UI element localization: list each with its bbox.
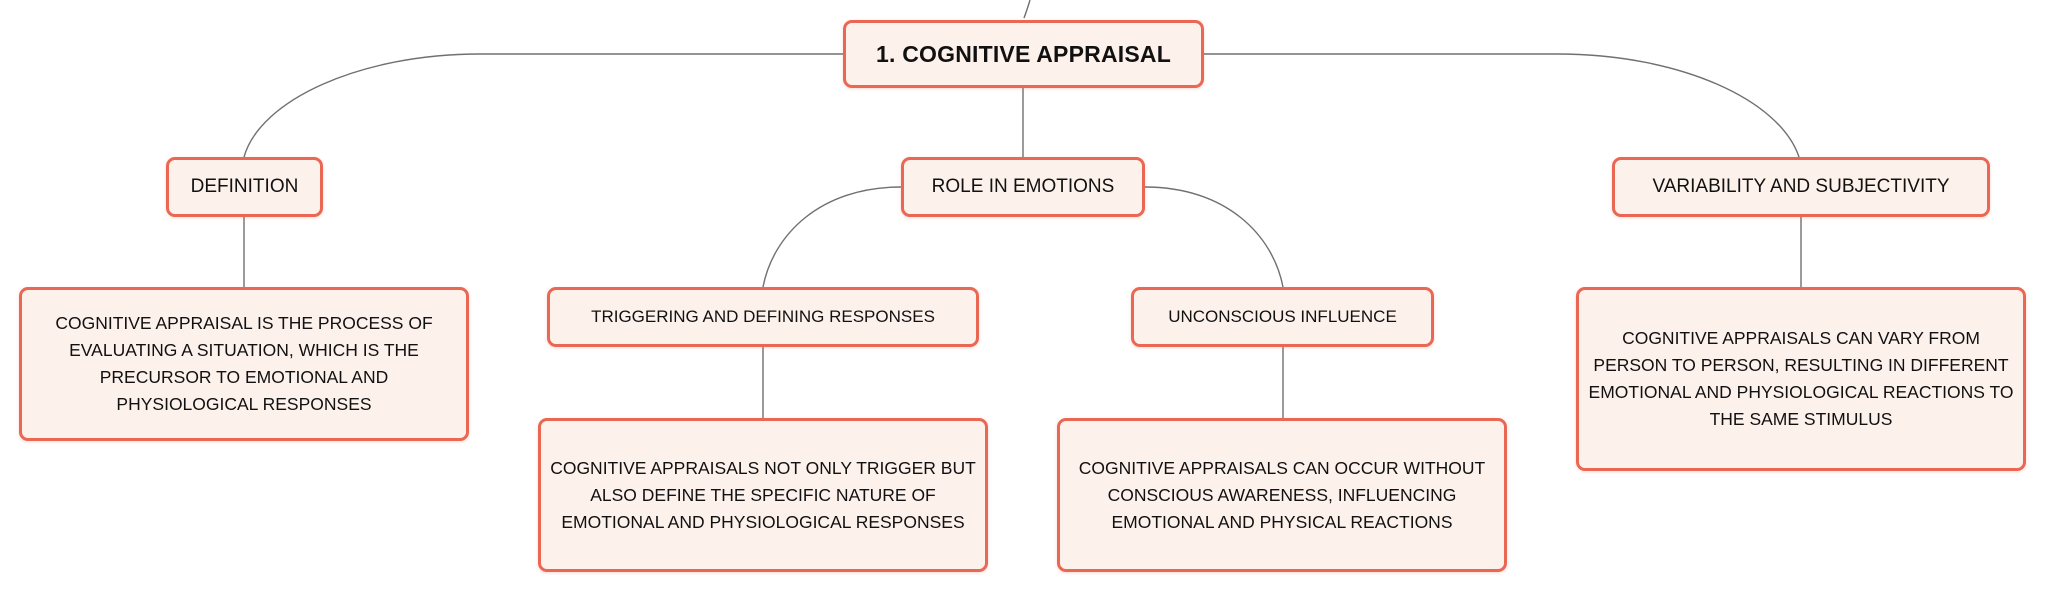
unconscious-detail-text: COGNITIVE APPRAISALS CAN OCCUR WITHOUT C… [1078, 457, 1486, 532]
role-in-emotions-node[interactable]: ROLE IN EMOTIONS [901, 157, 1145, 217]
triggering-detail-text: COGNITIVE APPRAISALS NOT ONLY TRIGGER BU… [550, 457, 976, 532]
variability-detail-text: COGNITIVE APPRAISALS CAN VARY FROM PERSO… [1588, 328, 2014, 429]
triggering-label: TRIGGERING AND DEFINING RESPONSES [591, 307, 935, 326]
triggering-detail-node[interactable]: COGNITIVE APPRAISALS NOT ONLY TRIGGER BU… [538, 418, 988, 572]
unconscious-influence-node[interactable]: UNCONSCIOUS INFLUENCE [1131, 287, 1434, 347]
unconscious-detail-node[interactable]: COGNITIVE APPRAISALS CAN OCCUR WITHOUT C… [1057, 418, 1507, 572]
connector-root-to-variability [1204, 53, 1800, 158]
root-topic-label: 1. COGNITIVE APPRAISAL [876, 40, 1171, 67]
role-in-emotions-label: ROLE IN EMOTIONS [931, 176, 1115, 197]
triggering-node[interactable]: TRIGGERING AND DEFINING RESPONSES [547, 287, 979, 347]
definition-detail-text: COGNITIVE APPRAISAL IS THE PROCESS OF EV… [55, 313, 433, 414]
variability-detail-node[interactable]: COGNITIVE APPRAISALS CAN VARY FROM PERSO… [1576, 287, 2026, 471]
connector-role-to-triggering [762, 186, 902, 288]
root-topic-node[interactable]: 1. COGNITIVE APPRAISAL [843, 20, 1204, 88]
connector-root-to-definition [243, 53, 843, 158]
variability-label: VARIABILITY AND SUBJECTIVITY [1652, 176, 1950, 197]
unconscious-influence-label: UNCONSCIOUS INFLUENCE [1168, 307, 1397, 326]
connector-role-to-unconscious [1144, 186, 1284, 288]
definition-detail-node[interactable]: COGNITIVE APPRAISAL IS THE PROCESS OF EV… [19, 287, 469, 441]
definition-node[interactable]: DEFINITION [166, 157, 323, 217]
definition-label: DEFINITION [190, 176, 299, 197]
variability-node[interactable]: VARIABILITY AND SUBJECTIVITY [1612, 157, 1990, 217]
connector-parent-to-root [1023, 0, 1031, 19]
